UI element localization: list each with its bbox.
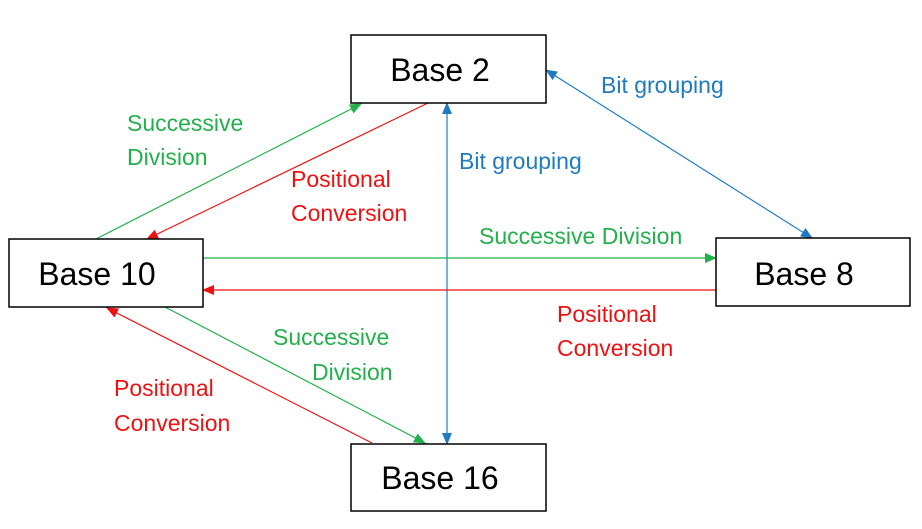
node-base16-label: Base 16 <box>381 460 498 496</box>
label-base2-base16-grouping: Bit grouping <box>459 148 582 174</box>
node-base8-label: Base 8 <box>754 256 854 292</box>
node-base16: Base 16 <box>350 443 547 512</box>
label-base2-base8-grouping: Bit grouping <box>601 72 724 98</box>
edge-base16-to-base10-positional <box>106 307 373 444</box>
label-base8-base10-positional: Positional Conversion <box>557 301 673 361</box>
node-base10-box <box>8 238 204 308</box>
edge-base2-to-base10-positional <box>146 102 429 240</box>
edge-base10-to-base16-division <box>164 306 426 444</box>
node-base2: Base 2 <box>350 34 547 104</box>
label-base10-base8-division: Successive Division <box>479 223 682 249</box>
node-base16-box <box>350 443 547 512</box>
node-base8-box <box>715 237 911 307</box>
node-base10: Base 10 <box>8 238 204 308</box>
node-base2-label: Base 2 <box>390 52 490 88</box>
label-base2-base10-positional: Positional Conversion <box>291 166 407 226</box>
node-base10-label: Base 10 <box>38 256 155 292</box>
edge-base10-to-base2-division <box>95 103 362 240</box>
node-base8: Base 8 <box>715 237 911 307</box>
edge-base2-base8-grouping <box>545 69 813 239</box>
label-base16-base10-positional: Positional Conversion <box>114 375 230 436</box>
label-base10-base16-division: Successive Division <box>273 324 396 385</box>
label-base10-base2-division: Successive Division <box>127 110 250 170</box>
node-base2-box <box>350 34 547 104</box>
